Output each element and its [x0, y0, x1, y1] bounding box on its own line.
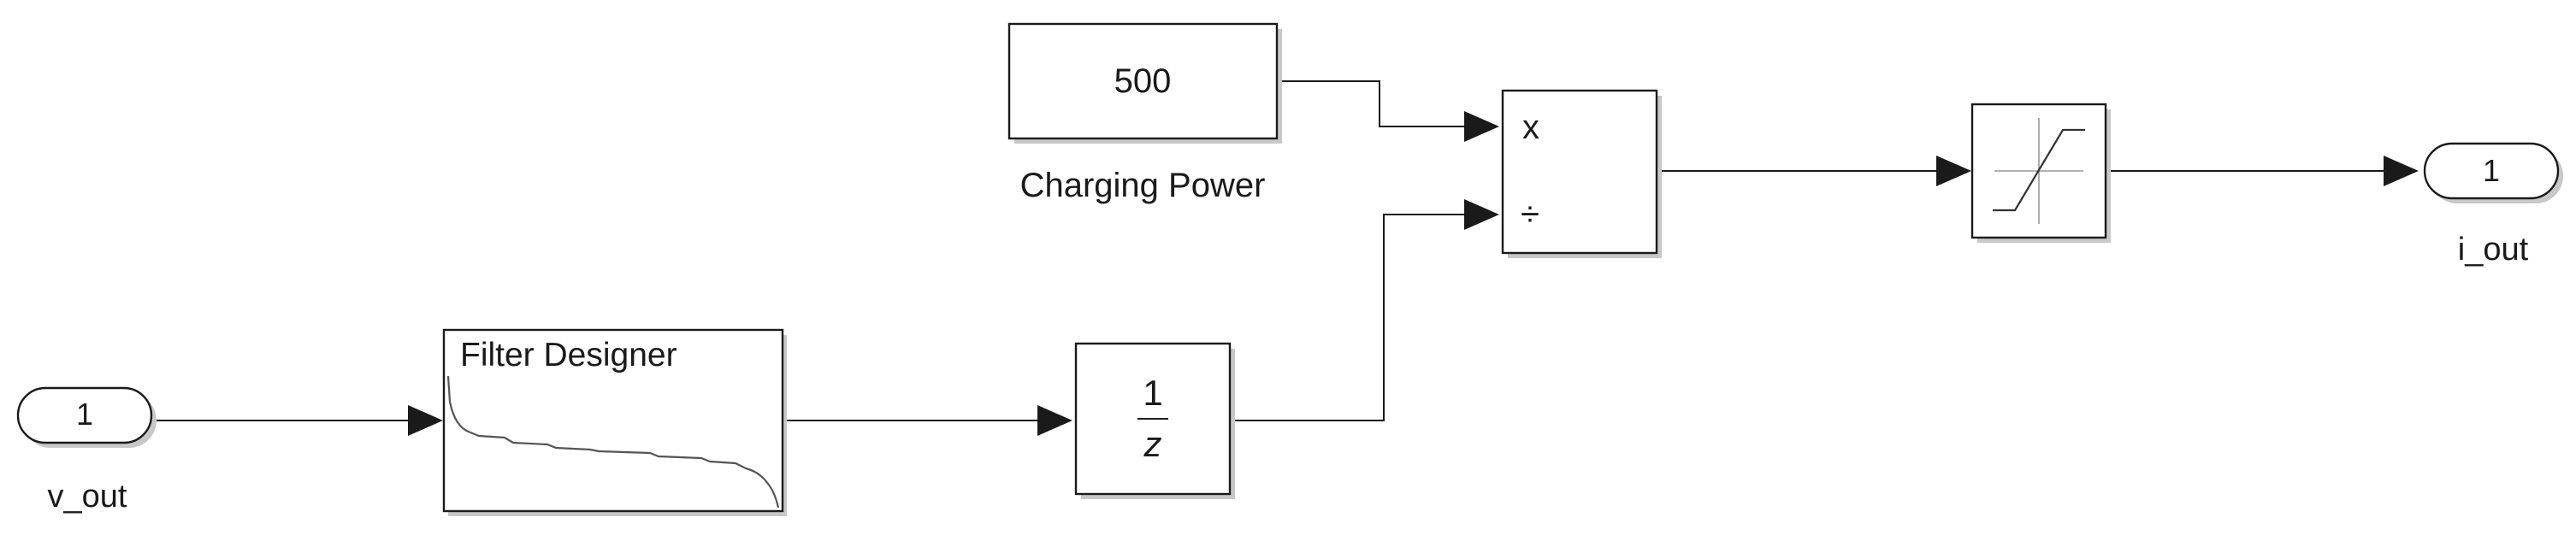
wire-delay-to-divide[interactable]: [1232, 214, 1469, 421]
divide-input1-sign: x: [1522, 109, 1539, 146]
delay-denominator: z: [1143, 424, 1162, 464]
arrowhead-saturation-input: [1936, 156, 1971, 186]
inport-label: v_out: [48, 479, 127, 515]
saturation-block[interactable]: [1970, 103, 2111, 243]
constant-value: 500: [1114, 62, 1172, 100]
arrowhead-divide-input1: [1464, 111, 1499, 142]
inport-block[interactable]: 1 v_out: [16, 386, 157, 515]
outport-port-number: 1: [2483, 153, 2500, 188]
outport-label: i_out: [2458, 232, 2529, 268]
saturation-icon: [1993, 118, 2085, 224]
constant-label: Charging Power: [1020, 167, 1266, 204]
inport-port-number: 1: [76, 397, 93, 432]
signal-lines: [156, 80, 2419, 436]
unit-delay-block[interactable]: 1 z: [1074, 342, 1235, 499]
delay-numerator: 1: [1143, 373, 1162, 413]
arrowhead-divide-input2: [1464, 199, 1499, 230]
wire-constant-to-divide[interactable]: [1279, 80, 1469, 127]
constant-block[interactable]: 500 Charging Power: [1007, 22, 1282, 204]
arrowhead-filter-input: [408, 405, 443, 436]
outport-block[interactable]: 1 i_out: [2423, 142, 2563, 268]
filter-designer-block[interactable]: Filter Designer: [442, 328, 787, 516]
filter-designer-title: Filter Designer: [460, 337, 677, 373]
arrowhead-outport-input: [2384, 156, 2419, 186]
divide-input2-sign: ÷: [1521, 196, 1539, 233]
filter-response-icon: [446, 375, 780, 509]
divide-block[interactable]: x ÷: [1501, 89, 1662, 258]
arrowhead-delay-input: [1037, 405, 1072, 436]
